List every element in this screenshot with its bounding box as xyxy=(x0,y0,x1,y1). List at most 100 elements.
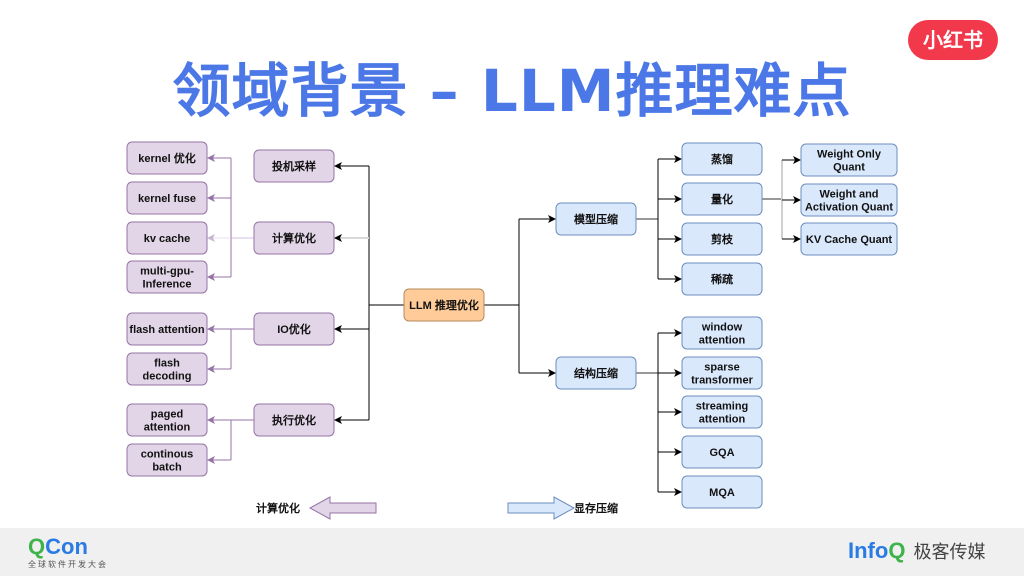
node-g-sample: 投机采样 xyxy=(253,149,335,183)
node-label: 蒸馏 xyxy=(711,152,733,166)
node-box xyxy=(800,183,898,217)
node-label: 量化 xyxy=(711,192,733,206)
compute-arrow-icon xyxy=(308,496,377,520)
node-label: kv cache xyxy=(144,233,190,245)
node-box xyxy=(681,142,763,176)
node-g-model: 模型压缩 xyxy=(555,202,637,236)
infoq-chinese: 极客传媒 xyxy=(913,542,986,563)
node-label: multi-gpu- xyxy=(140,266,194,278)
node-label: attention xyxy=(699,335,746,347)
legend: 计算优化 显存压缩 xyxy=(256,496,618,520)
node-label: flash xyxy=(154,358,180,370)
node-box xyxy=(403,288,485,322)
node-label: Weight and xyxy=(819,189,878,201)
node-box xyxy=(681,475,763,509)
node-c-flash-attn: flash attention xyxy=(126,312,208,346)
node-box xyxy=(681,222,763,256)
node-box xyxy=(126,260,208,294)
node-label: LLM 推理优化 xyxy=(409,298,479,312)
node-label: Quant xyxy=(833,162,865,174)
node-box xyxy=(126,141,208,175)
qcon-logo: QCon 全球软件开发大会 xyxy=(28,536,108,570)
infoq-q: Q xyxy=(888,538,906,563)
node-c-kv-cache: kv cache xyxy=(126,221,208,255)
node-box xyxy=(800,222,898,256)
node-box xyxy=(126,181,208,215)
node-s-mqa: MQA xyxy=(681,475,763,509)
node-label: IO优化 xyxy=(277,322,311,336)
node-c-multi-gpu: multi-gpu-Inference xyxy=(126,260,208,294)
node-label: window xyxy=(701,322,743,334)
node-label: 稀疏 xyxy=(711,272,733,286)
node-label: sparse xyxy=(704,362,739,374)
node-g-io: IO优化 xyxy=(253,312,335,346)
node-label: 结构压缩 xyxy=(573,366,618,380)
node-box xyxy=(253,403,335,437)
legend-memory-label: 显存压缩 xyxy=(574,501,618,515)
memory-arrow-icon xyxy=(507,496,576,520)
node-label: 执行优化 xyxy=(272,413,316,427)
node-label: flash attention xyxy=(129,324,204,336)
node-m-prune: 剪枝 xyxy=(681,222,763,256)
node-label: Activation Quant xyxy=(805,202,893,214)
node-label: attention xyxy=(699,414,746,426)
node-label: 剪枝 xyxy=(711,232,734,246)
node-label: Inference xyxy=(143,279,192,291)
node-s-gqa: GQA xyxy=(681,435,763,469)
node-label: MQA xyxy=(709,487,735,499)
node-box xyxy=(253,312,335,346)
node-box xyxy=(126,312,208,346)
slide-title: 领域背景 – LLM推理难点 xyxy=(172,57,852,125)
xiaohongshu-logo: 小红书 xyxy=(908,20,998,60)
node-box xyxy=(126,221,208,255)
node-label: batch xyxy=(152,462,182,474)
legend-compute-label: 计算优化 xyxy=(256,501,300,515)
node-box xyxy=(681,316,763,350)
node-m-sparse: 稀疏 xyxy=(681,262,763,296)
node-m-quant: 量化 xyxy=(681,182,763,216)
node-label: transformer xyxy=(691,375,753,387)
node-box xyxy=(253,149,335,183)
qcon-text: Con xyxy=(45,534,88,559)
node-root: LLM 推理优化 xyxy=(403,288,485,322)
node-c-kernel-fuse: kernel fuse xyxy=(126,181,208,215)
node-label: KV Cache Quant xyxy=(806,234,893,246)
node-label: 计算优化 xyxy=(272,231,316,245)
node-box xyxy=(681,356,763,390)
node-c-kernel-opt: kernel 优化 xyxy=(126,141,208,175)
node-g-compute: 计算优化 xyxy=(253,221,335,255)
node-box xyxy=(800,143,898,177)
node-box xyxy=(253,221,335,255)
connector-lines xyxy=(207,154,801,496)
node-m-distill: 蒸馏 xyxy=(681,142,763,176)
node-label: GQA xyxy=(709,447,734,459)
node-label: kernel fuse xyxy=(138,193,196,205)
node-label: continous xyxy=(141,449,194,461)
node-box xyxy=(681,435,763,469)
qcon-q: Q xyxy=(28,534,46,559)
node-box xyxy=(681,395,763,429)
node-label: paged xyxy=(151,409,183,421)
qcon-subtitle: 全球软件开发大会 xyxy=(28,560,108,569)
node-label: streaming xyxy=(696,401,749,413)
node-q-kv: KV Cache Quant xyxy=(800,222,898,256)
node-label: 模型压缩 xyxy=(574,212,618,226)
node-g-struct: 结构压缩 xyxy=(555,356,637,390)
node-box xyxy=(126,352,208,386)
node-box xyxy=(126,443,208,477)
node-label: attention xyxy=(144,422,191,434)
infoq-text: Info xyxy=(848,538,889,563)
node-box xyxy=(555,356,637,390)
node-label: Weight Only xyxy=(817,149,882,161)
node-g-exec: 执行优化 xyxy=(253,403,335,437)
